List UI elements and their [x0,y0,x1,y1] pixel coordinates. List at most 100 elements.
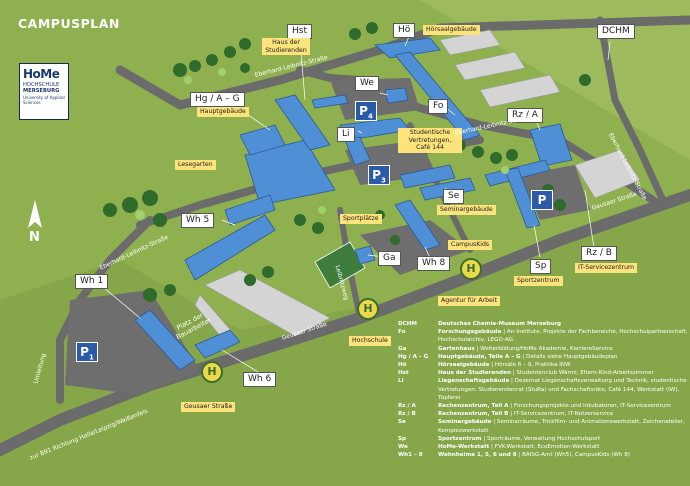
label-sp[interactable]: Sp [530,259,552,274]
tree-icon [501,166,509,174]
tree-icon [318,206,326,214]
legend-title: Rechenzentrum, Teil A [438,403,509,410]
legend-title: Wohnheime 1, 5, 6 und 8 [438,452,517,459]
building-rz-b-b [504,167,541,229]
label-dchm[interactable]: DCHM [597,24,635,39]
legend-row: Hg / A – G Hauptgebäude, Teile A – G | De… [398,353,688,361]
building-wh8 [394,199,441,251]
label-li[interactable]: Li [337,127,355,142]
tree-icon [240,63,250,73]
leader-line [533,224,541,258]
parking-number: 4 [367,112,373,121]
callout-geusaer-strasse: Geusaer Straße [181,402,236,412]
leader-line [379,92,389,96]
legend-title: Deutsches Chemie-Museum Merseburg [438,321,561,327]
label-wh8[interactable]: Wh 8 [417,256,451,271]
tree-icon [103,203,117,217]
road-eberhard-top [115,15,690,110]
label-hoe[interactable]: Hö [393,23,416,38]
building-hg-wing [274,94,331,151]
legend-desc: | Hörsäle 6 – 9, Praktika INW [489,362,571,369]
legend-title: Hauptgebäude, Teile A – G [438,353,521,360]
grey-buildings [194,29,641,343]
road-geusaer [0,189,690,456]
sports-field [314,241,366,289]
north-arrow-icon [28,200,42,228]
parking-letter: P [372,168,381,182]
bus-stop-icon[interactable]: H [357,298,379,320]
legend-text: Forschungsgebäude | An-Institute, Projek… [438,328,688,344]
parking-sign-p1[interactable]: P1 [76,342,98,362]
legend-key: We [398,444,408,451]
building-ga [354,245,376,265]
legend-text: Haus der Studierenden | Studentenclub Wä… [438,369,688,377]
legend-row: Hst Haus der Studierenden | Studentenclub… [398,369,688,377]
parking-letter: P [537,193,547,207]
callout-seminargebaeude: Seminargebäude [437,205,496,215]
parking-number: 3 [380,176,386,185]
label-se[interactable]: Se [443,189,465,204]
legend-title: Forschungsgebäude [438,329,502,336]
bus-stop-icon[interactable]: H [460,258,482,280]
grey-building [204,269,331,337]
label-rzb[interactable]: Rz / B [581,246,617,261]
tree-icon [554,199,566,211]
callout-it-servicezentrum: IT-Servicezentrum [575,263,638,273]
label-we[interactable]: We [355,76,379,91]
tree-icon [164,284,176,296]
callout-hauptgebaeude: Hauptgebäude [197,107,249,117]
compass-label: N [29,230,40,245]
label-wh5[interactable]: Wh 5 [181,213,215,228]
legend-desc: | Details siehe Hauptgebäudeplan [520,353,618,360]
legend-row: Wh1 – 8 Wohnheime 1, 5, 6 und 8 | BAföG-A… [398,451,688,459]
parking-lot-p1 [65,290,200,395]
label-ga[interactable]: Ga [378,251,401,266]
tree-icon [189,60,201,72]
parking-letter: P [80,345,89,359]
tree-icon [218,68,226,76]
legend-desc: | Studentenclub Wärmi, Eltern-Kind-Arbei… [510,370,654,377]
parking-sign-east[interactable]: P [531,190,553,210]
building-se [399,164,456,189]
bus-stop-icon[interactable]: H [201,361,223,383]
label-fo[interactable]: Fo [428,99,449,114]
parking-sign-p4[interactable]: P4 [355,101,377,121]
label-hst[interactable]: Hst [287,24,312,39]
parking-number: 1 [88,353,94,362]
label-hg[interactable]: Hg / A – G [190,92,245,107]
legend-row: We HoMe-Werkstatt | FVK-Werkstatt, EcoEmo… [398,443,688,451]
label-wh6[interactable]: Wh 6 [243,372,277,387]
building-hg-west [239,124,286,156]
legend-key: Sp [398,435,407,442]
legend-text: Seminargebäude | Seminarräume, Trickfilm… [438,418,688,434]
legend-desc: | BAföG-Amt (Wh5), CampusKids (Wh 8) [516,452,630,459]
tree-icon [349,28,361,40]
legend-key: Hg / A – G [398,353,429,360]
tree-icon [135,210,145,220]
map-title: CAMPUSPLAN [18,16,120,31]
logo-line-1: HOCHSCHULE [23,82,60,88]
tree-icon [224,46,236,58]
tree-icon [312,222,324,234]
leader-line [357,130,363,134]
legend-key: Hst [398,370,409,377]
compass: N [28,200,42,245]
grass-patch [0,200,690,486]
legend-text: HoMe-Werkstatt | FVK-Werkstatt, EcoEmoti… [438,443,688,451]
legend-key: Wh1 – 8 [398,452,423,459]
parking-sign-p3[interactable]: P3 [368,165,390,185]
logo-line-2: MERSEBURG [23,88,60,94]
label-wh1[interactable]: Wh 1 [75,274,109,289]
tree-icon [184,76,192,84]
tree-icon [143,288,157,302]
building-wh5-b [224,194,276,226]
university-buildings [134,37,573,371]
legend-key: DCHM [398,321,417,327]
legend-desc: | Weiterbildung/HoMe Akademie, KarriereS… [474,345,613,352]
label-rza[interactable]: Rz / A [507,108,543,123]
